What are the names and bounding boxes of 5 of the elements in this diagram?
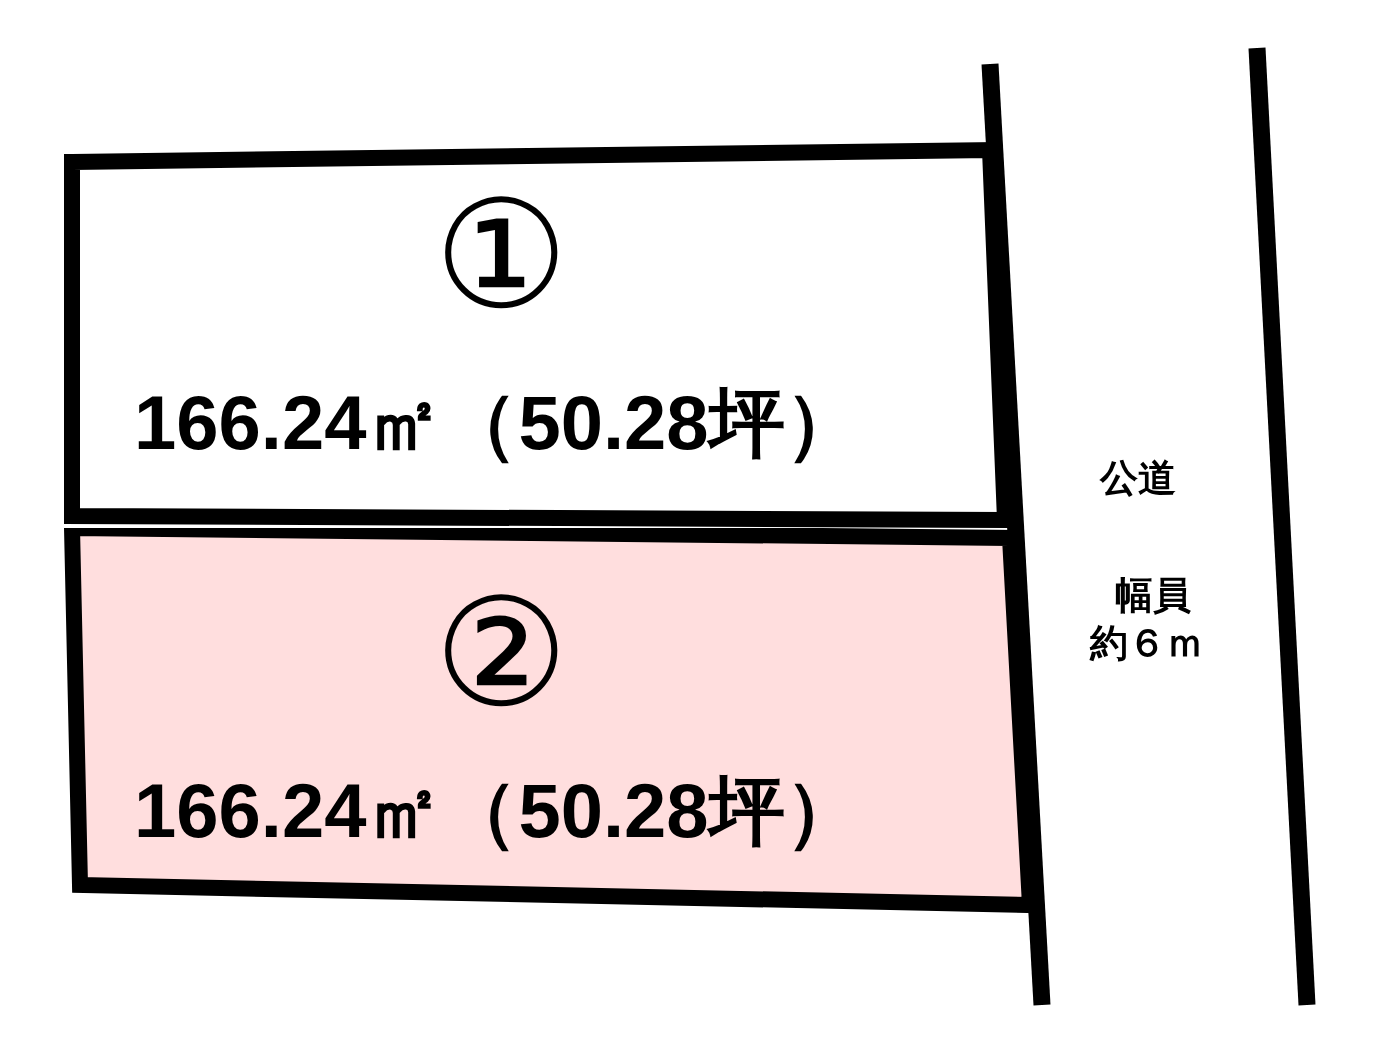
lot-number: ① bbox=[434, 180, 569, 330]
road-label: 公道 bbox=[1100, 456, 1176, 501]
lot-number: ② bbox=[434, 578, 569, 728]
road-label: 約６ｍ bbox=[1090, 621, 1204, 666]
road-label: 幅員 bbox=[1115, 573, 1191, 618]
